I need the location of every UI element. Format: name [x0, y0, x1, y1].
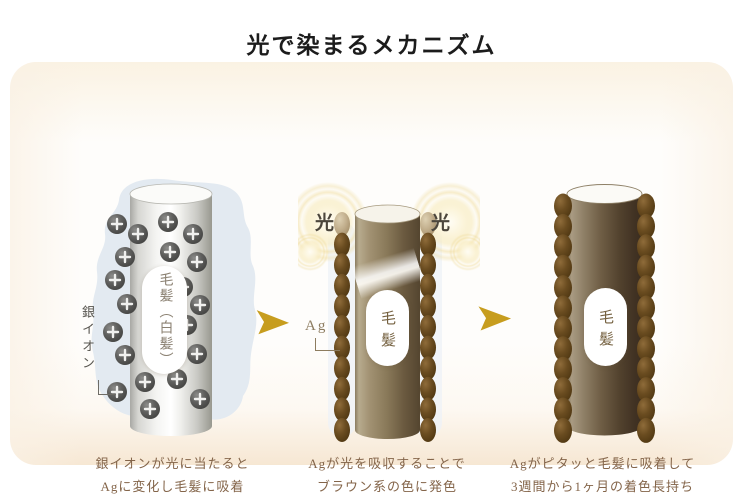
arrow-right-icon — [256, 310, 290, 335]
ag-particle-icon — [420, 356, 436, 381]
ag-particle-icon — [637, 336, 655, 362]
ag-particle-icon — [420, 397, 436, 422]
silver-ion-plus-icon — [135, 372, 155, 392]
ag-particle-icon — [334, 253, 350, 278]
ag-particle-icon — [334, 335, 350, 360]
hair-label-capsule: 毛髪（白髪） — [142, 266, 187, 374]
ag-particle-icon — [334, 232, 350, 257]
ag-particle-icon — [554, 377, 572, 403]
stage-1-caption: 銀イオンが光に当たると Agに変化し毛髪に吸着 — [55, 453, 290, 499]
colored-hair-illustration — [554, 184, 655, 443]
ag-particle-icon — [420, 212, 436, 236]
ag-particle-icon — [334, 212, 350, 236]
silver-ion-plus-icon — [107, 214, 127, 234]
silver-ion-plus-icon — [117, 294, 137, 314]
light-label-left: 光 — [315, 213, 335, 234]
ag-particle-icon — [554, 213, 572, 239]
ag-particle-icon — [637, 356, 655, 382]
stage-3-panel: 毛髪 — [515, 168, 697, 448]
silver-ion-plus-icon — [103, 322, 123, 342]
hair-shaft-top — [566, 184, 643, 204]
ag-particle-icon — [420, 294, 436, 319]
ag-particle-icon — [637, 234, 655, 260]
ag-particle-icon — [554, 254, 572, 280]
light-label-right: 光 — [431, 213, 451, 234]
ag-particle-icon — [554, 295, 572, 321]
ag-particle-icon — [420, 315, 436, 339]
silver-ion-plus-icon — [115, 345, 135, 365]
ag-particle-icon — [334, 397, 350, 422]
silver-ion-plus-icon — [183, 224, 203, 244]
diagram-card: 毛髪（白髪） 銀イオン — [10, 62, 733, 494]
caption-line: 銀イオンが光に当たると — [95, 456, 250, 471]
hair-shaft-top — [129, 183, 213, 205]
ag-particle-icon — [554, 275, 572, 301]
light-glow-icon — [298, 233, 329, 271]
ag-particle-icon — [420, 418, 436, 442]
stage-1-panel: 毛髪（白髪） 銀イオン — [65, 168, 280, 448]
silver-ion-plus-icon — [167, 369, 187, 389]
ag-particle-icon — [637, 254, 655, 280]
silver-ion-plus-icon — [105, 270, 125, 290]
ag-particle-icon — [554, 397, 572, 423]
caption-line: Agに変化し毛髪に吸着 — [100, 478, 245, 494]
caption-line: ブラウン系の色に発色 — [316, 478, 457, 494]
ag-particle-icon — [554, 417, 572, 443]
ag-particle-icon — [554, 315, 572, 341]
hair-label-capsule: 毛髪 — [584, 288, 627, 366]
silver-ion-label: 銀イオン — [80, 305, 95, 373]
ag-pointer-line — [315, 338, 340, 351]
caption-line: 3週間から1ヶ月の着色長持ち — [510, 478, 694, 494]
silver-ion-plus-icon — [187, 252, 207, 272]
silver-ion-plus-icon — [107, 382, 127, 402]
caption-line: Agが光を吸収することで — [308, 456, 466, 471]
page-title: 光で染まるメカニズム — [246, 32, 497, 59]
ag-particle-icon — [637, 213, 655, 239]
hair-label-capsule: 毛髪 — [366, 290, 409, 366]
silver-ion-plus-icon — [115, 247, 135, 267]
ag-particle-icon — [334, 376, 350, 401]
silver-ion-plus-icon — [158, 212, 178, 232]
hair-label: 毛髪 — [379, 309, 395, 354]
silver-ion-pointer-line — [98, 380, 116, 395]
silver-ion-plus-icon — [187, 344, 207, 364]
ag-particle-icon — [554, 234, 572, 260]
light-absorption-illustration — [298, 182, 480, 442]
ag-particle-icon — [637, 315, 655, 341]
caption-line: Agがピタッと毛髪に吸着して — [509, 456, 696, 471]
ag-particle-icon — [334, 356, 350, 381]
ag-particle-icon — [637, 397, 655, 423]
ag-particle-icon — [420, 232, 436, 257]
ag-label: Ag — [305, 318, 328, 334]
ag-particle-icon — [334, 294, 350, 319]
ag-particle-icon — [334, 418, 350, 442]
stage-2-panel: 光 光 毛髪 Ag — [298, 168, 480, 448]
ag-particle-icon — [420, 376, 436, 401]
ag-particle-icon — [420, 253, 436, 278]
ag-particle-icon — [334, 315, 350, 339]
light-glow-icon — [449, 233, 480, 271]
silver-ion-plus-icon — [128, 224, 148, 244]
ag-particle-icon — [554, 356, 572, 382]
silver-ion-plus-icon — [160, 242, 180, 262]
ag-particle-icon — [334, 273, 350, 298]
ag-particle-icon — [637, 377, 655, 403]
ag-particle-icon — [637, 295, 655, 321]
silver-ion-plus-icon — [190, 389, 210, 409]
silver-ion-plus-icon — [140, 399, 160, 419]
ag-particle-icon — [637, 275, 655, 301]
stage-2-caption: Agが光を吸収することで ブラウン系の色に発色 — [282, 453, 492, 499]
ag-particle-icon — [554, 336, 572, 362]
ag-particle-icon — [637, 417, 655, 443]
ag-particle-icon — [554, 193, 572, 219]
ag-particle-icon — [420, 335, 436, 360]
arrow-right-icon — [478, 306, 512, 331]
hair-shaft-top — [354, 204, 421, 224]
stage-3-caption: Agがピタッと毛髪に吸着して 3週間から1ヶ月の着色長持ち — [485, 453, 720, 499]
ag-particle-icon — [637, 193, 655, 219]
ag-particle-icon — [420, 273, 436, 298]
silver-ion-plus-icon — [190, 295, 210, 315]
hair-label: 毛髪（白髪） — [157, 272, 173, 368]
hair-label: 毛髪 — [597, 308, 613, 353]
